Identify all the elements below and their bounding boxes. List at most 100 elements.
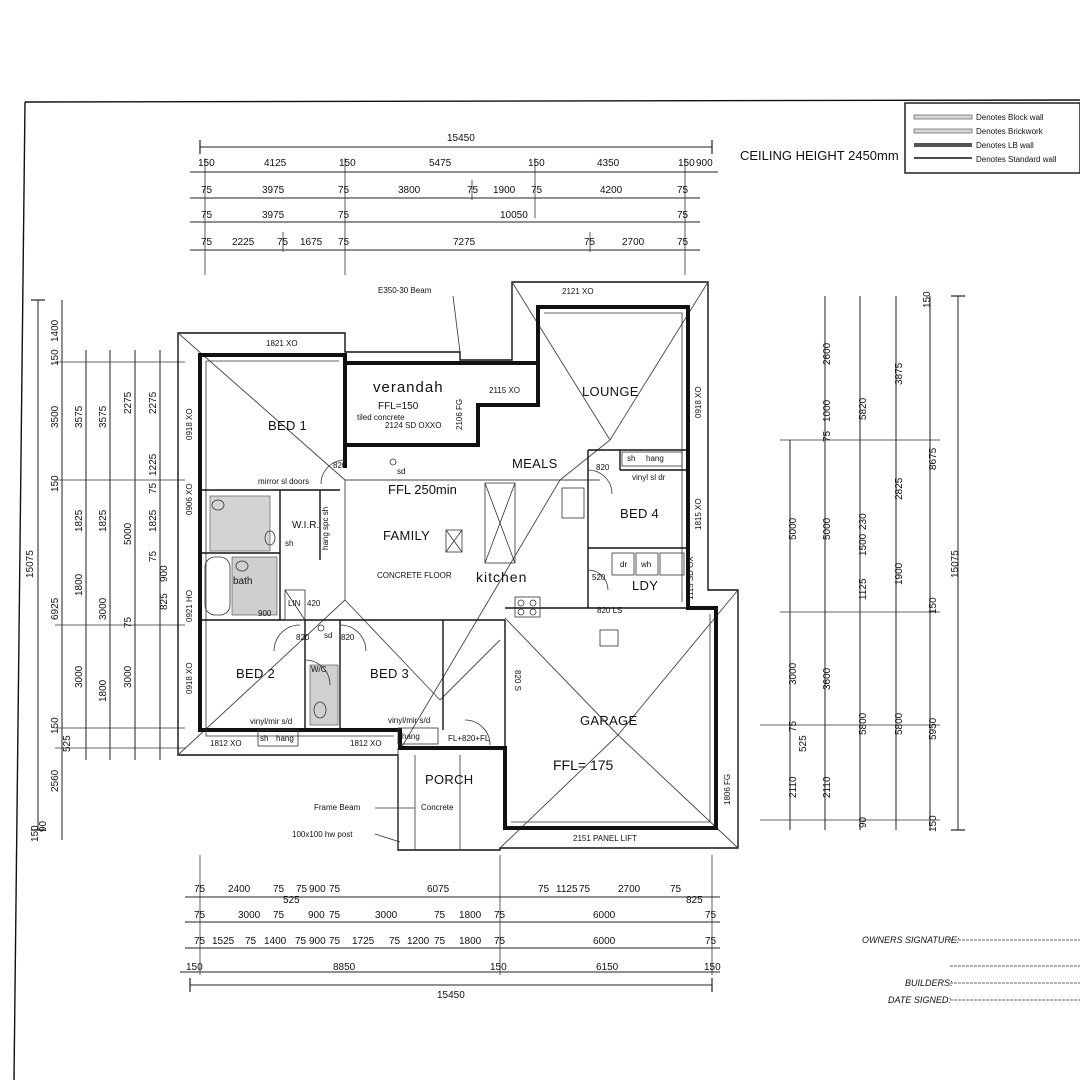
- dim-bot-r1-0: 75: [194, 884, 206, 895]
- dim-right-19: 5950: [928, 717, 939, 740]
- dim-bot-r3-8: 75: [389, 936, 401, 947]
- ensuite-floor-tiles: [209, 495, 271, 552]
- bottom-dimensions: 75 2400 75 525 75 900 75 6075 75 1125 75…: [180, 855, 721, 1001]
- dim-right-20: 75: [788, 720, 799, 732]
- dim-bot-r4-2: 150: [490, 962, 507, 973]
- room-label-ldy: LDY: [632, 578, 658, 593]
- door-1115: 1115 SD OX: [686, 556, 695, 600]
- dim-bot-r2-6: 75: [434, 910, 446, 921]
- dim-bot-r1-12: 75: [670, 884, 682, 895]
- bed2-hang: hang: [276, 734, 294, 743]
- dim-left-overall: 15075: [25, 550, 36, 578]
- door-2124: 2124 SD OXXO: [385, 421, 441, 430]
- window-1812-bed3: 1812 XO: [350, 739, 382, 748]
- door-820-bed4: 820: [596, 463, 610, 472]
- dim-bot-r3-9: 1200: [407, 936, 430, 947]
- dim-right-1: 2600: [822, 342, 833, 365]
- bed2-shelf: sh: [260, 734, 268, 743]
- internal-walls: [200, 449, 716, 748]
- bed4-hang: hang: [646, 454, 664, 463]
- dim-bot-r4-1: 8850: [333, 962, 356, 973]
- window-1815: 1815 XO: [694, 498, 703, 530]
- dim-bot-r3-4: 75: [295, 936, 307, 947]
- dim-left-2: 3500: [50, 405, 61, 428]
- dim-left-20: 75: [123, 616, 134, 628]
- wir-shelf: sh: [285, 539, 293, 548]
- dim-left-3: 3575: [74, 405, 85, 428]
- dim-bot-r3-2: 75: [245, 936, 257, 947]
- door-820-bed2: 820: [296, 633, 310, 642]
- robe-bed2: [257, 729, 299, 747]
- dim-left-16: 825: [159, 593, 170, 610]
- dim-left-22: 3000: [123, 665, 134, 688]
- room-label-meals: MEALS: [512, 456, 558, 471]
- door-820-bed3: 820: [341, 633, 355, 642]
- dim-bot-r2-10: 75: [705, 910, 717, 921]
- bed4-robe-doors: vinyl sl dr: [632, 473, 666, 482]
- dim-top-r2-2: 75: [338, 185, 350, 196]
- dim-top-r4-4: 75: [338, 237, 350, 248]
- dim-bot-r3-13: 6000: [593, 936, 616, 947]
- pantry: [561, 487, 585, 519]
- bed3-robe-doors: vinyl/mir s/d: [388, 716, 430, 725]
- dim-top-r2-7: 4200: [600, 185, 623, 196]
- dim-bot-r1-1: 2400: [228, 884, 251, 895]
- legend-standard-wall: Denotes Standard wall: [976, 155, 1057, 164]
- room-label-bed2: BED 2: [236, 666, 275, 681]
- dim-bot-r3-3: 1400: [264, 936, 287, 947]
- cooktop: [514, 596, 541, 618]
- dim-left-14: 75: [148, 550, 159, 562]
- fridge-space: [445, 529, 463, 553]
- dim-top-r1-0: 150: [198, 158, 215, 169]
- room-label-bed1: BED 1: [268, 418, 307, 433]
- legend-lb-wall: Denotes LB wall: [976, 141, 1034, 150]
- dim-left-28: 150: [30, 825, 41, 842]
- window-2115: 2115 XO: [489, 386, 520, 395]
- dim-top-r3-3: 10050: [500, 210, 528, 221]
- door-820ls: 820 LS: [597, 606, 622, 615]
- dim-bot-r2-4: 75: [329, 910, 341, 921]
- dim-left-13: 1825: [148, 509, 159, 532]
- dim-top-overall: 15450: [447, 133, 475, 144]
- dim-top-r1-1: 4125: [264, 158, 287, 169]
- dim-top-r1-6: 150: [678, 158, 695, 169]
- room-label-bed4: BED 4: [620, 506, 659, 521]
- dim-right-overall: 15075: [950, 550, 961, 578]
- dim-left-5: 2275: [123, 391, 134, 414]
- toilet-icon: [264, 530, 276, 546]
- dim-bot-r1-10: 75: [579, 884, 591, 895]
- dim-left-10: 1825: [74, 509, 85, 532]
- dim-bot-r3-10: 75: [434, 936, 446, 947]
- dim-top-r1-7: 900: [696, 158, 713, 169]
- dim-left-25: 525: [62, 735, 73, 752]
- dim-top-r3-2: 75: [338, 210, 350, 221]
- smoke-detector-1: sd: [397, 467, 405, 476]
- legend-brickwork: Denotes Brickwork: [976, 127, 1044, 136]
- signature-block: OWNERS SIGNATURE: BUILDERS: DATE SIGNED:: [862, 935, 1080, 1005]
- dim-top-r4-1: 2225: [232, 237, 255, 248]
- door-2106: 2106 FG: [455, 399, 464, 430]
- dim-bot-r2-5: 3000: [375, 910, 398, 921]
- post-note: 100x100 hw post: [292, 830, 353, 839]
- door-swings: [273, 459, 613, 746]
- dim-top-r1-4: 150: [528, 158, 545, 169]
- dim-top-r2-4: 75: [467, 185, 479, 196]
- owners-signature-label: OWNERS SIGNATURE:: [862, 935, 960, 945]
- hot-water-unit: [599, 629, 619, 647]
- dim-left-8: 1225: [148, 453, 159, 476]
- smoke-detector-2: sd: [324, 631, 332, 640]
- dim-right-25: 90: [858, 816, 869, 828]
- dim-bot-r2-7: 1800: [459, 910, 482, 921]
- builders-label: BUILDERS:: [905, 978, 953, 988]
- dim-right-8: 5000: [788, 517, 799, 540]
- door-520: 520: [592, 573, 606, 582]
- room-label-wir: W.I.R.: [292, 520, 319, 531]
- dim-right-18: 5800: [894, 712, 905, 735]
- door-900: 900: [258, 609, 272, 618]
- dim-right-5: 75: [822, 430, 833, 442]
- dim-top-r4-5: 7275: [453, 237, 476, 248]
- dim-right-16: 3600: [822, 667, 833, 690]
- room-label-porch: PORCH: [425, 772, 473, 787]
- dim-left-0: 1400: [50, 319, 61, 342]
